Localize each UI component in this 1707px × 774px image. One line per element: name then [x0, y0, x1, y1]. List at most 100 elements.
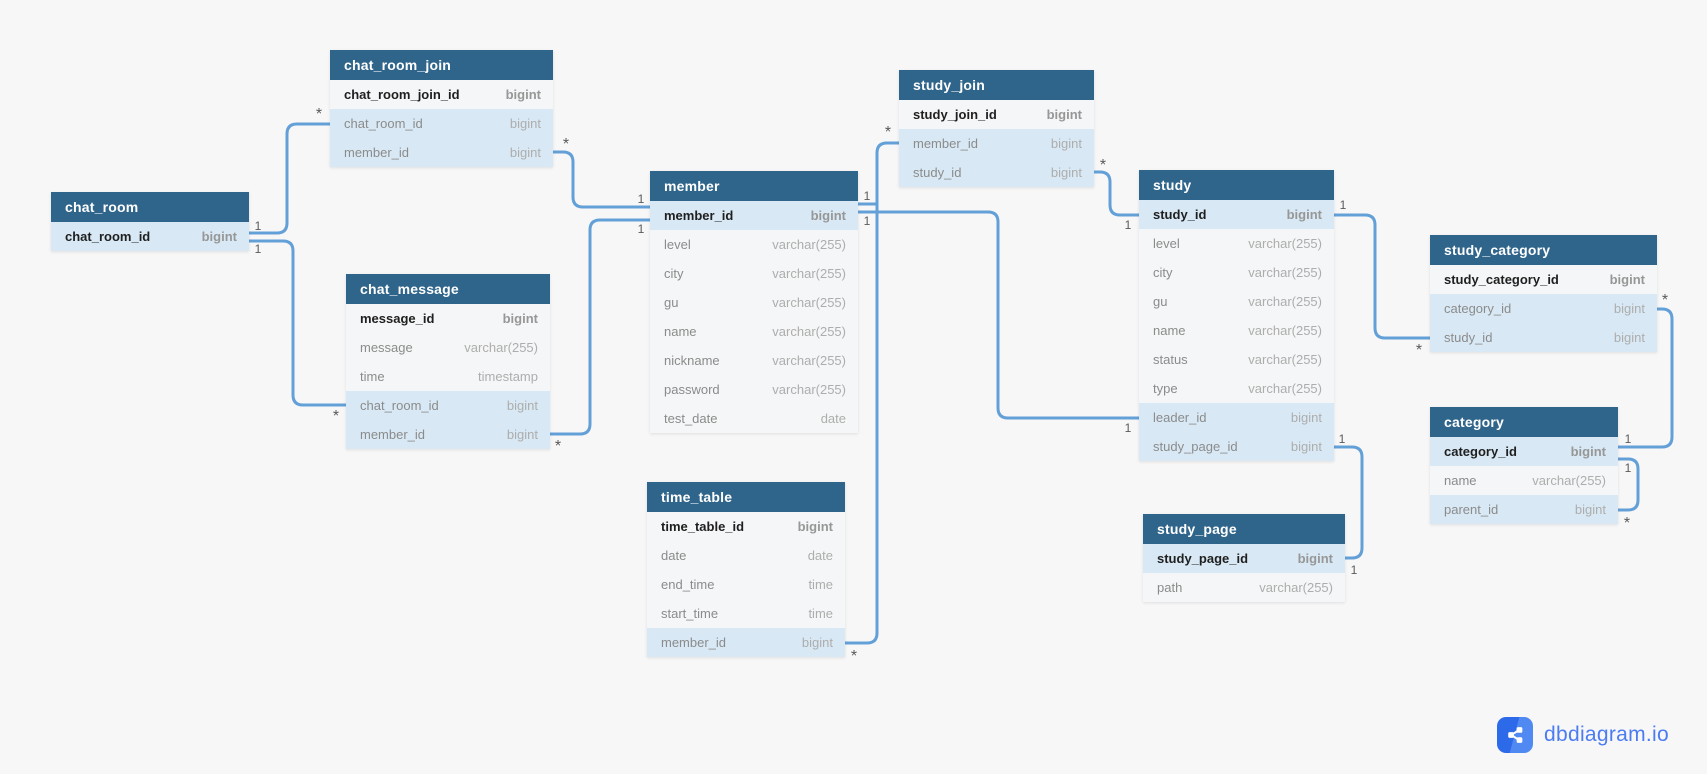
table-header-chat_room_join[interactable]: chat_room_join: [330, 50, 553, 80]
field-name: message_id: [360, 311, 435, 326]
table-header-member[interactable]: member: [650, 171, 858, 201]
table-title: category: [1444, 414, 1504, 430]
field-name: time: [360, 369, 385, 384]
field-type: varchar(255): [1248, 236, 1322, 251]
table-header-study_page[interactable]: study_page: [1143, 514, 1345, 544]
rel-study-studypage: [1332, 445, 1364, 560]
field-type: bigint: [502, 311, 538, 326]
field-name: date: [661, 548, 687, 563]
field-type: varchar(255): [1259, 580, 1333, 595]
rel-member-studyjoin-timetable-trunk: [843, 141, 901, 645]
field-type: time: [808, 606, 833, 621]
field-name: time_table_id: [661, 519, 745, 534]
rel-chatroom-chatroomjoin: [247, 122, 332, 235]
field-name: study_page_id: [1157, 551, 1249, 566]
dbdiagram-logo-link[interactable]: dbdiagram.io: [1497, 717, 1669, 753]
table-title: time_table: [661, 489, 733, 505]
rel-category-studycategory: [1616, 307, 1674, 449]
field-name: chat_room_id: [344, 116, 423, 131]
field-name: city: [664, 266, 684, 281]
field-name: gu: [664, 295, 679, 310]
field-type: bigint: [1046, 107, 1082, 122]
rel-chatmessage-member: [548, 218, 652, 436]
field-name: leader_id: [1153, 410, 1207, 425]
field-name: member_id: [360, 427, 426, 442]
field-name: category_id: [1444, 301, 1512, 316]
field-row-study-level: level varchar(255): [1139, 229, 1334, 258]
table-header-category[interactable]: category: [1430, 407, 1618, 437]
field-name: study_id: [1153, 207, 1207, 222]
field-type: varchar(255): [772, 324, 846, 339]
field-type: bigint: [1574, 502, 1606, 517]
field-type: bigint: [506, 427, 538, 442]
field-type: varchar(255): [1248, 294, 1322, 309]
table-title: study_category: [1444, 242, 1551, 258]
field-name: chat_room_id: [360, 398, 439, 413]
table-title: study_page: [1157, 521, 1237, 537]
field-name: study_category_id: [1444, 272, 1559, 287]
table-header-chat_room[interactable]: chat_room: [51, 192, 249, 222]
field-name: level: [664, 237, 691, 252]
share-icon: [1497, 717, 1533, 753]
field-type: bigint: [1613, 330, 1645, 345]
field-type: bigint: [797, 519, 833, 534]
field-name: nickname: [664, 353, 720, 368]
field-name: member_id: [661, 635, 727, 650]
field-row-time_table-time_table_id: time_table_id bigint: [647, 512, 845, 541]
field-row-study_category-study_category_id: study_category_id bigint: [1430, 265, 1657, 294]
field-name: type: [1153, 381, 1178, 396]
table-header-study[interactable]: study: [1139, 170, 1334, 200]
field-name: study_id: [1444, 330, 1493, 345]
field-row-chat_message-time: time timestamp: [346, 362, 550, 391]
table-header-chat_message[interactable]: chat_message: [346, 274, 550, 304]
table-header-study_category[interactable]: study_category: [1430, 235, 1657, 265]
field-type: bigint: [1050, 136, 1082, 151]
rel-study-studycategory: [1332, 213, 1432, 340]
field-name: gu: [1153, 294, 1168, 309]
table-header-time_table[interactable]: time_table: [647, 482, 845, 512]
field-type: varchar(255): [772, 266, 846, 281]
table-title: chat_message: [360, 281, 459, 297]
logo-text: dbdiagram.io: [1544, 723, 1670, 746]
field-name: study_page_id: [1153, 439, 1238, 454]
field-type: timestamp: [478, 369, 538, 384]
table-header-study_join[interactable]: study_join: [899, 70, 1094, 100]
field-name: level: [1153, 236, 1180, 251]
rel-studyjoin-study: [1092, 170, 1141, 217]
field-type: bigint: [1609, 272, 1645, 287]
rel-category-selfref: [1616, 457, 1640, 512]
field-type: bigint: [201, 229, 237, 244]
field-type: bigint: [1050, 165, 1082, 180]
field-type: varchar(255): [772, 382, 846, 397]
